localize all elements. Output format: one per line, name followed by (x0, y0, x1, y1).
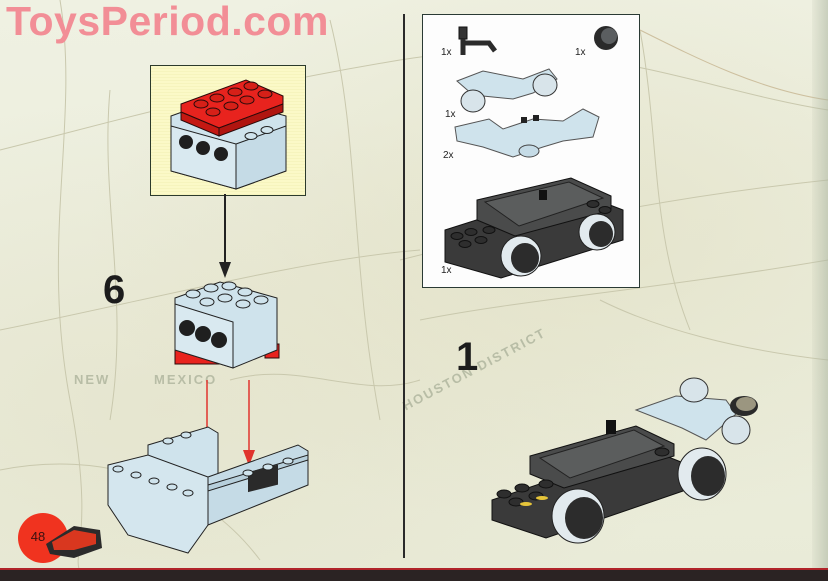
part-qty: 1x (575, 47, 586, 58)
part-qty: 1x (441, 47, 452, 58)
watermark: ToysPeriod.com (6, 0, 329, 44)
callout-brick-illustration (170, 79, 287, 190)
part-wheel-bogie (456, 68, 558, 113)
part-qty: 2x (443, 150, 454, 161)
map-label-mexico: MEXICO (154, 372, 218, 387)
column-divider (403, 14, 405, 558)
train-engine-icon (46, 526, 102, 558)
step1-assembly-illustration (491, 377, 758, 544)
part-bogie-frame (454, 108, 600, 158)
step6-brick-illustration (174, 281, 280, 369)
step6-hull-illustration (107, 426, 309, 554)
part-qty: 1x (441, 265, 452, 276)
parts-list-box: 1x 1x 1x 2x (422, 14, 640, 288)
part-coupling (458, 26, 497, 55)
page-edge-shadow (812, 0, 828, 568)
map-label-new: NEW (74, 372, 111, 387)
callout-arrow-head (219, 262, 231, 278)
step-number-1: 1 (456, 335, 479, 379)
part-round-brick (594, 26, 618, 50)
step-number-6: 6 (103, 268, 126, 312)
callout-arrow (224, 194, 226, 264)
page-number: 48 (30, 529, 46, 544)
sub-assembly-callout (150, 65, 306, 196)
part-train-motor (444, 177, 624, 279)
page-bottom-bar (0, 568, 828, 581)
part-qty: 1x (445, 109, 456, 120)
